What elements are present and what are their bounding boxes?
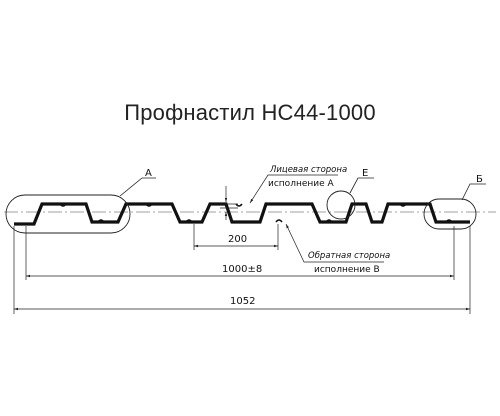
working-width-value: 1000±8 bbox=[222, 264, 262, 275]
back-side-leader bbox=[285, 223, 384, 263]
detail-b-leader bbox=[461, 183, 486, 201]
drawing-title: Профнастил НС44-1000 bbox=[124, 100, 376, 125]
detail-e-leader bbox=[349, 177, 374, 194]
detail-b-label: Б bbox=[476, 174, 483, 185]
detail-a-outline bbox=[5, 194, 131, 234]
pitch-value: 200 bbox=[228, 234, 247, 245]
detail-e-outline bbox=[326, 190, 356, 220]
stiffener-ribs bbox=[59, 203, 453, 223]
height-marker bbox=[220, 186, 238, 220]
total-width-value: 1052 bbox=[230, 296, 255, 307]
back-side-text-2: исполнение В bbox=[314, 265, 380, 275]
detail-a-leader bbox=[119, 177, 156, 197]
pitch-dimension bbox=[193, 224, 279, 250]
detail-e-label: Е bbox=[362, 168, 368, 179]
working-width-dimension bbox=[25, 226, 455, 280]
sheet-profile bbox=[14, 202, 470, 226]
face-side-leader bbox=[249, 174, 338, 204]
face-side-text-2: исполнение А bbox=[268, 179, 334, 189]
face-side-text-1: Лицевая сторона bbox=[269, 165, 347, 175]
back-side-text-1: Обратная сторона bbox=[308, 251, 390, 261]
detail-b-outline bbox=[423, 198, 477, 230]
detail-a-label: А bbox=[145, 168, 152, 179]
total-width-dimension bbox=[13, 226, 471, 314]
